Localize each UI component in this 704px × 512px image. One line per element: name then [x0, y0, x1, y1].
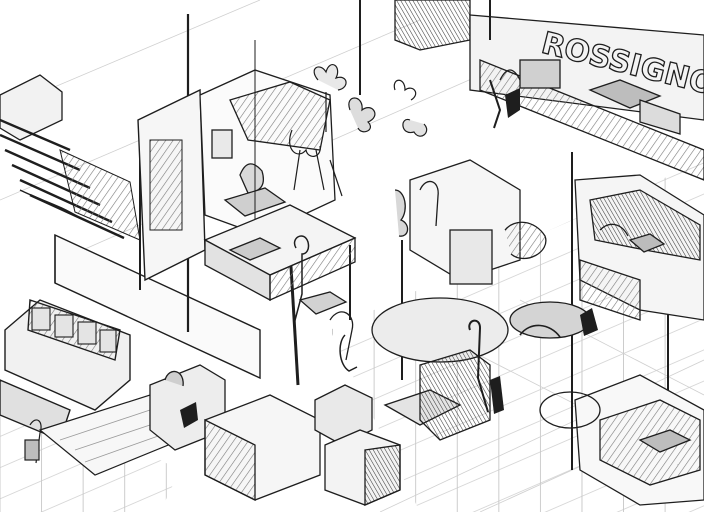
people-sketches — [293, 79, 502, 413]
bottom-furniture — [149, 291, 491, 506]
top-right-display — [359, 0, 704, 181]
lounge-area — [371, 159, 591, 363]
central-counter — [203, 204, 357, 302]
top-left-shelving — [0, 74, 141, 241]
central-room — [199, 40, 336, 236]
left-partition-wall — [54, 14, 261, 380]
right-shelving — [574, 174, 704, 321]
bottom-left-sofa — [0, 299, 131, 441]
ink-accents — [180, 88, 598, 428]
potted-plants — [289, 64, 428, 197]
bottom-right-room — [519, 324, 704, 506]
